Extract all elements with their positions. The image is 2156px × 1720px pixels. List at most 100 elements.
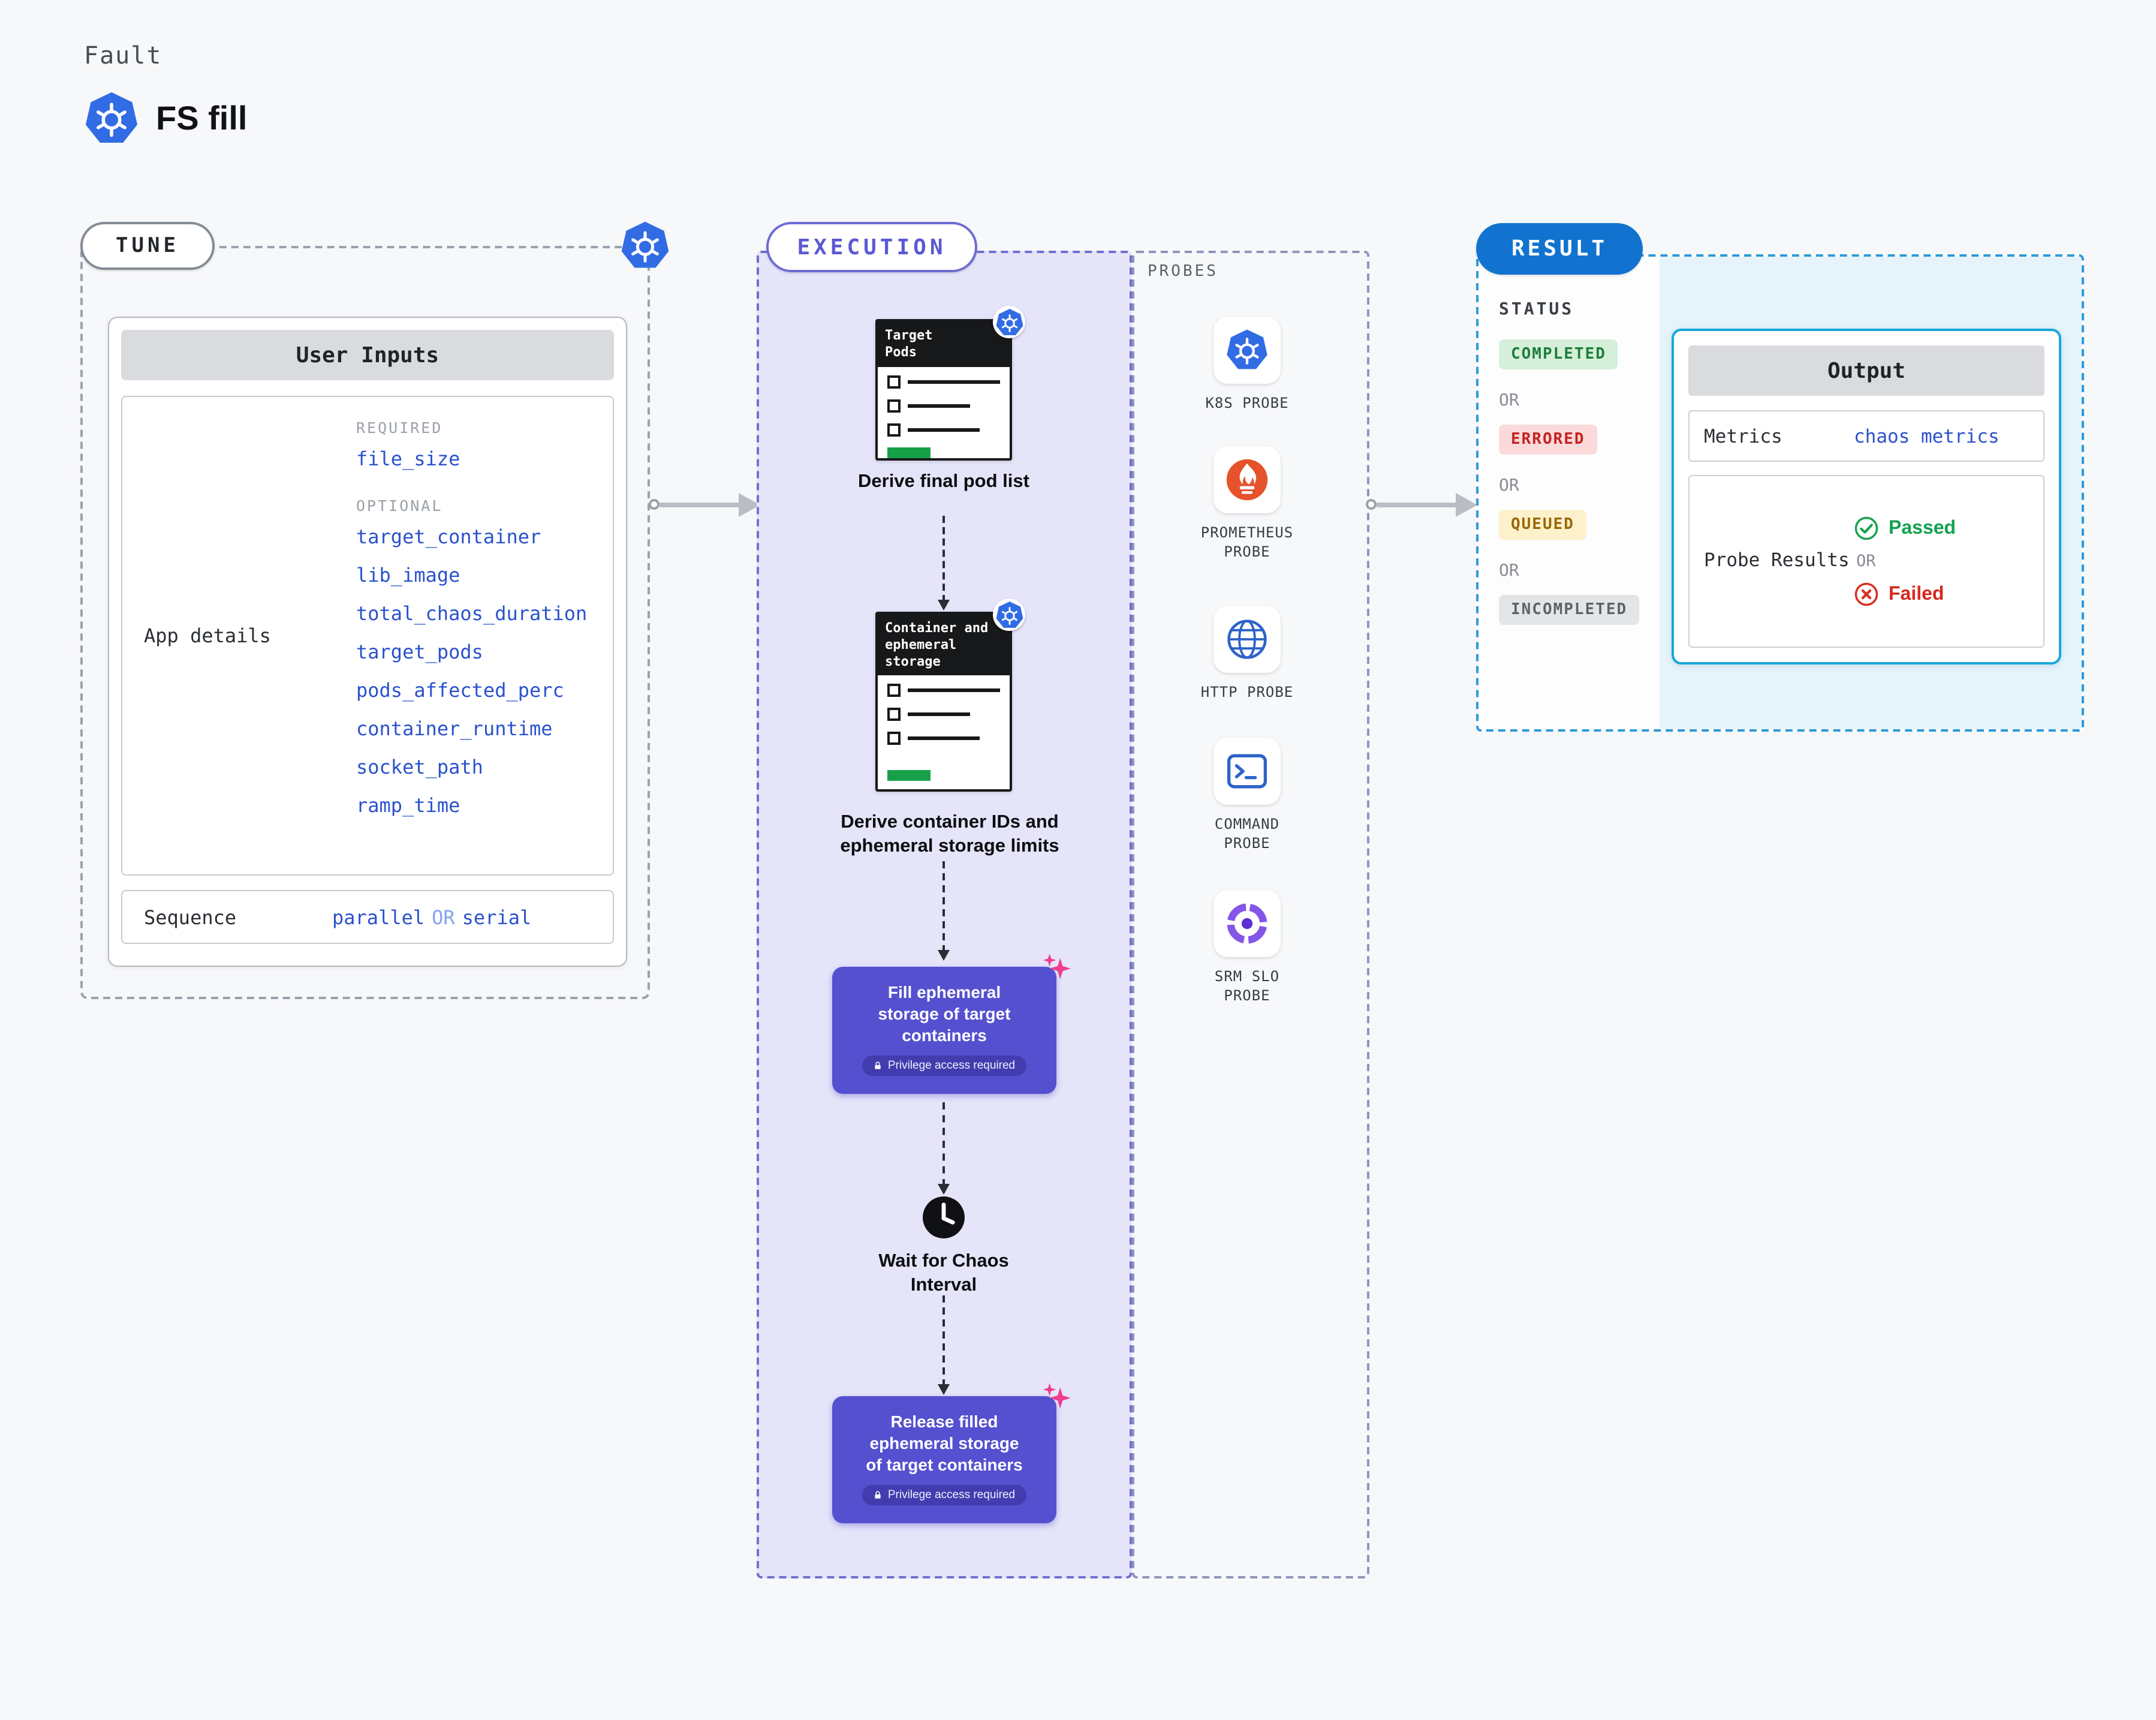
app-details-label: App details (144, 624, 271, 647)
flow-connector (938, 1295, 950, 1395)
checkbox-icon (887, 423, 901, 436)
privilege-badge-label: Privilege access required (887, 1059, 1016, 1072)
step-caption: Derive container IDs and ephemeral stora… (840, 812, 1059, 857)
probe-label: SRM SLO PROBE (1214, 968, 1280, 1005)
page-kind-label: Fault (84, 41, 162, 70)
container-storage-doc: Container and ephemeral storage (875, 599, 1025, 792)
field-container-runtime: container_runtime (356, 717, 553, 740)
check-circle-icon (1854, 516, 1879, 541)
passed-label: Passed (1889, 518, 1956, 538)
probes-label: PROBES (1148, 263, 1218, 281)
kubernetes-icon (995, 600, 1023, 629)
arrowhead (1456, 492, 1477, 516)
action-label: Release filled ephemeral storage of targ… (866, 1412, 1023, 1474)
slo-gauge-icon (1224, 901, 1270, 946)
kubernetes-icon (620, 221, 670, 271)
probe-results-label: Probe Results (1704, 549, 1850, 572)
field-file-size: file_size (356, 447, 460, 470)
field-socket-path: socket_path (356, 756, 483, 778)
fill-storage-action: Fill ephemeral storage of target contain… (832, 967, 1056, 1094)
x-circle-icon (1854, 582, 1879, 607)
checkbox-icon (887, 399, 901, 412)
progress-bar (887, 447, 931, 458)
kubernetes-icon (995, 308, 1023, 336)
or-label: OR (1856, 552, 1876, 571)
field-target-container: target_container (356, 525, 541, 548)
field-target-pods: target_pods (356, 641, 483, 663)
tune-section (80, 246, 650, 999)
status-badge-errored: ERRORED (1499, 425, 1597, 455)
target-pods-doc: Target Pods (875, 306, 1025, 461)
release-storage-action: Release filled ephemeral storage of targ… (832, 1396, 1056, 1523)
flow-arrow-tune-to-execution (649, 492, 760, 517)
http-probe-card (1213, 606, 1281, 673)
metrics-row: Metrics chaos metrics (1688, 410, 2044, 462)
srm-slo-probe-card (1213, 890, 1281, 957)
lock-icon (874, 1060, 883, 1071)
failed-label: Failed (1889, 584, 1944, 604)
privilege-badge: Privilege access required (862, 1055, 1026, 1076)
kubernetes-icon (84, 91, 139, 146)
step-caption: Derive final pod list (858, 471, 1029, 492)
progress-bar (887, 770, 931, 781)
status-badge-queued: QUEUED (1499, 510, 1586, 540)
sequence-label: Sequence (144, 906, 237, 928)
metrics-value: chaos metrics (1854, 425, 2000, 447)
prometheus-probe-card (1213, 446, 1281, 513)
checkbox-icon (887, 708, 901, 721)
sequence-or: OR (432, 906, 455, 928)
field-pods-affected-perc: pods_affected_perc (356, 679, 564, 702)
checkbox-icon (887, 684, 901, 697)
status-badge-incompleted: INCOMPLETED (1499, 595, 1640, 625)
result-pill: RESULT (1476, 223, 1643, 275)
connector-dot (649, 499, 660, 510)
action-label: Fill ephemeral storage of target contain… (878, 982, 1011, 1045)
optional-label: OPTIONAL (356, 497, 443, 515)
user-inputs-card: User Inputs App details REQUIRED file_si… (108, 317, 627, 967)
privilege-badge-label: Privilege access required (887, 1488, 1016, 1502)
flow-arrow-probes-to-result (1366, 492, 1477, 517)
kubernetes-badge (993, 599, 1025, 631)
probe-result-failed: Failed (1854, 582, 1956, 607)
checkbox-icon (887, 732, 901, 745)
probes-section (1132, 251, 1369, 1578)
sparkle-icon (1041, 1382, 1072, 1413)
metrics-label: Metrics (1704, 425, 1782, 447)
sequence-box: Sequence parallel OR serial (121, 890, 614, 944)
flow-connector (938, 1102, 950, 1195)
doc-title: Container and ephemeral storage (885, 620, 989, 669)
output-header: Output (1688, 345, 2044, 396)
required-label: REQUIRED (356, 419, 443, 437)
kubernetes-badge (993, 306, 1025, 338)
sequence-value: parallel OR serial (332, 906, 531, 928)
k8s-probe-card (1213, 317, 1281, 384)
sequence-serial: serial (462, 906, 532, 928)
privilege-badge: Privilege access required (862, 1484, 1026, 1505)
field-ramp-time: ramp_time (356, 794, 460, 817)
field-total-chaos-duration: total_chaos_duration (356, 602, 588, 625)
clock-icon (921, 1195, 966, 1240)
command-probe-card (1213, 738, 1281, 805)
probe-results-row: Probe Results Passed OR Failed (1688, 475, 2044, 648)
field-lib-image: lib_image (356, 564, 460, 587)
flow-connector (938, 861, 950, 961)
flow-connector (938, 516, 950, 611)
probe-label: PROMETHEUS PROBE (1200, 524, 1294, 561)
globe-icon (1224, 617, 1270, 662)
kubernetes-icon (1225, 329, 1269, 372)
app-details-box: App details REQUIRED file_size OPTIONAL … (121, 396, 614, 876)
sequence-parallel: parallel (332, 906, 425, 928)
prometheus-icon (1224, 457, 1270, 503)
wait-clock (921, 1195, 966, 1240)
checkbox-icon (887, 375, 901, 388)
terminal-icon (1224, 748, 1270, 794)
connector-dot (1366, 499, 1377, 510)
probe-label: COMMAND PROBE (1214, 816, 1280, 852)
probe-label: K8S PROBE (1205, 395, 1289, 411)
execution-pill: EXECUTION (766, 222, 977, 272)
doc-title: Target Pods (885, 327, 933, 360)
fault-brand: FS fill (84, 91, 247, 146)
or-label: OR (1499, 561, 1519, 581)
probe-label: HTTP PROBE (1200, 684, 1294, 700)
